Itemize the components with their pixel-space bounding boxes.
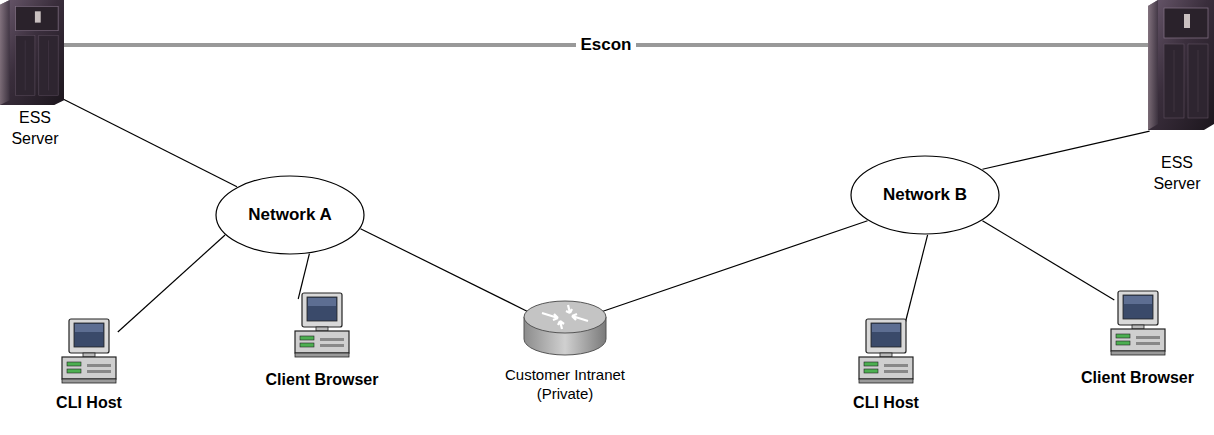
node-label: CLI Host xyxy=(826,393,946,412)
node-illustration xyxy=(1110,290,1166,360)
node-label: Client Browser xyxy=(237,370,407,389)
node-illustration xyxy=(294,292,350,362)
node-label: ESS Server xyxy=(5,107,65,149)
network-link xyxy=(905,235,927,323)
host-computer: CLI Host xyxy=(29,318,149,418)
network-link xyxy=(982,131,1149,169)
node-label: Client Browser xyxy=(1065,368,1210,387)
node-illustration xyxy=(1148,0,1214,134)
node-label: Network B xyxy=(850,155,1000,235)
network-cloud: Network A xyxy=(215,175,365,255)
network-link xyxy=(63,99,237,187)
host-computer: Client Browser xyxy=(237,292,407,392)
node-label: CLI Host xyxy=(29,393,149,412)
network-link xyxy=(298,254,309,299)
node-label: ESS Server xyxy=(1144,152,1210,194)
storage-server: ESS Server xyxy=(0,0,70,150)
node-illustration xyxy=(858,318,914,388)
host-computer: CLI Host xyxy=(826,318,946,418)
network-link xyxy=(360,229,527,312)
network-link xyxy=(118,235,225,332)
network-link xyxy=(982,221,1114,300)
node-label: Customer Intranet (Private) xyxy=(490,365,640,403)
node-illustration xyxy=(61,318,117,388)
node-label: Network A xyxy=(215,175,365,255)
node-illustration xyxy=(0,0,64,109)
link-label: Escon xyxy=(576,35,635,55)
node-illustration xyxy=(522,299,608,361)
network-cloud: Network B xyxy=(850,155,1000,235)
host-computer: Client Browser xyxy=(1065,290,1210,390)
network-link xyxy=(603,221,868,311)
router-node: Customer Intranet (Private) xyxy=(470,295,660,430)
storage-server: ESS Server xyxy=(1140,0,1214,205)
